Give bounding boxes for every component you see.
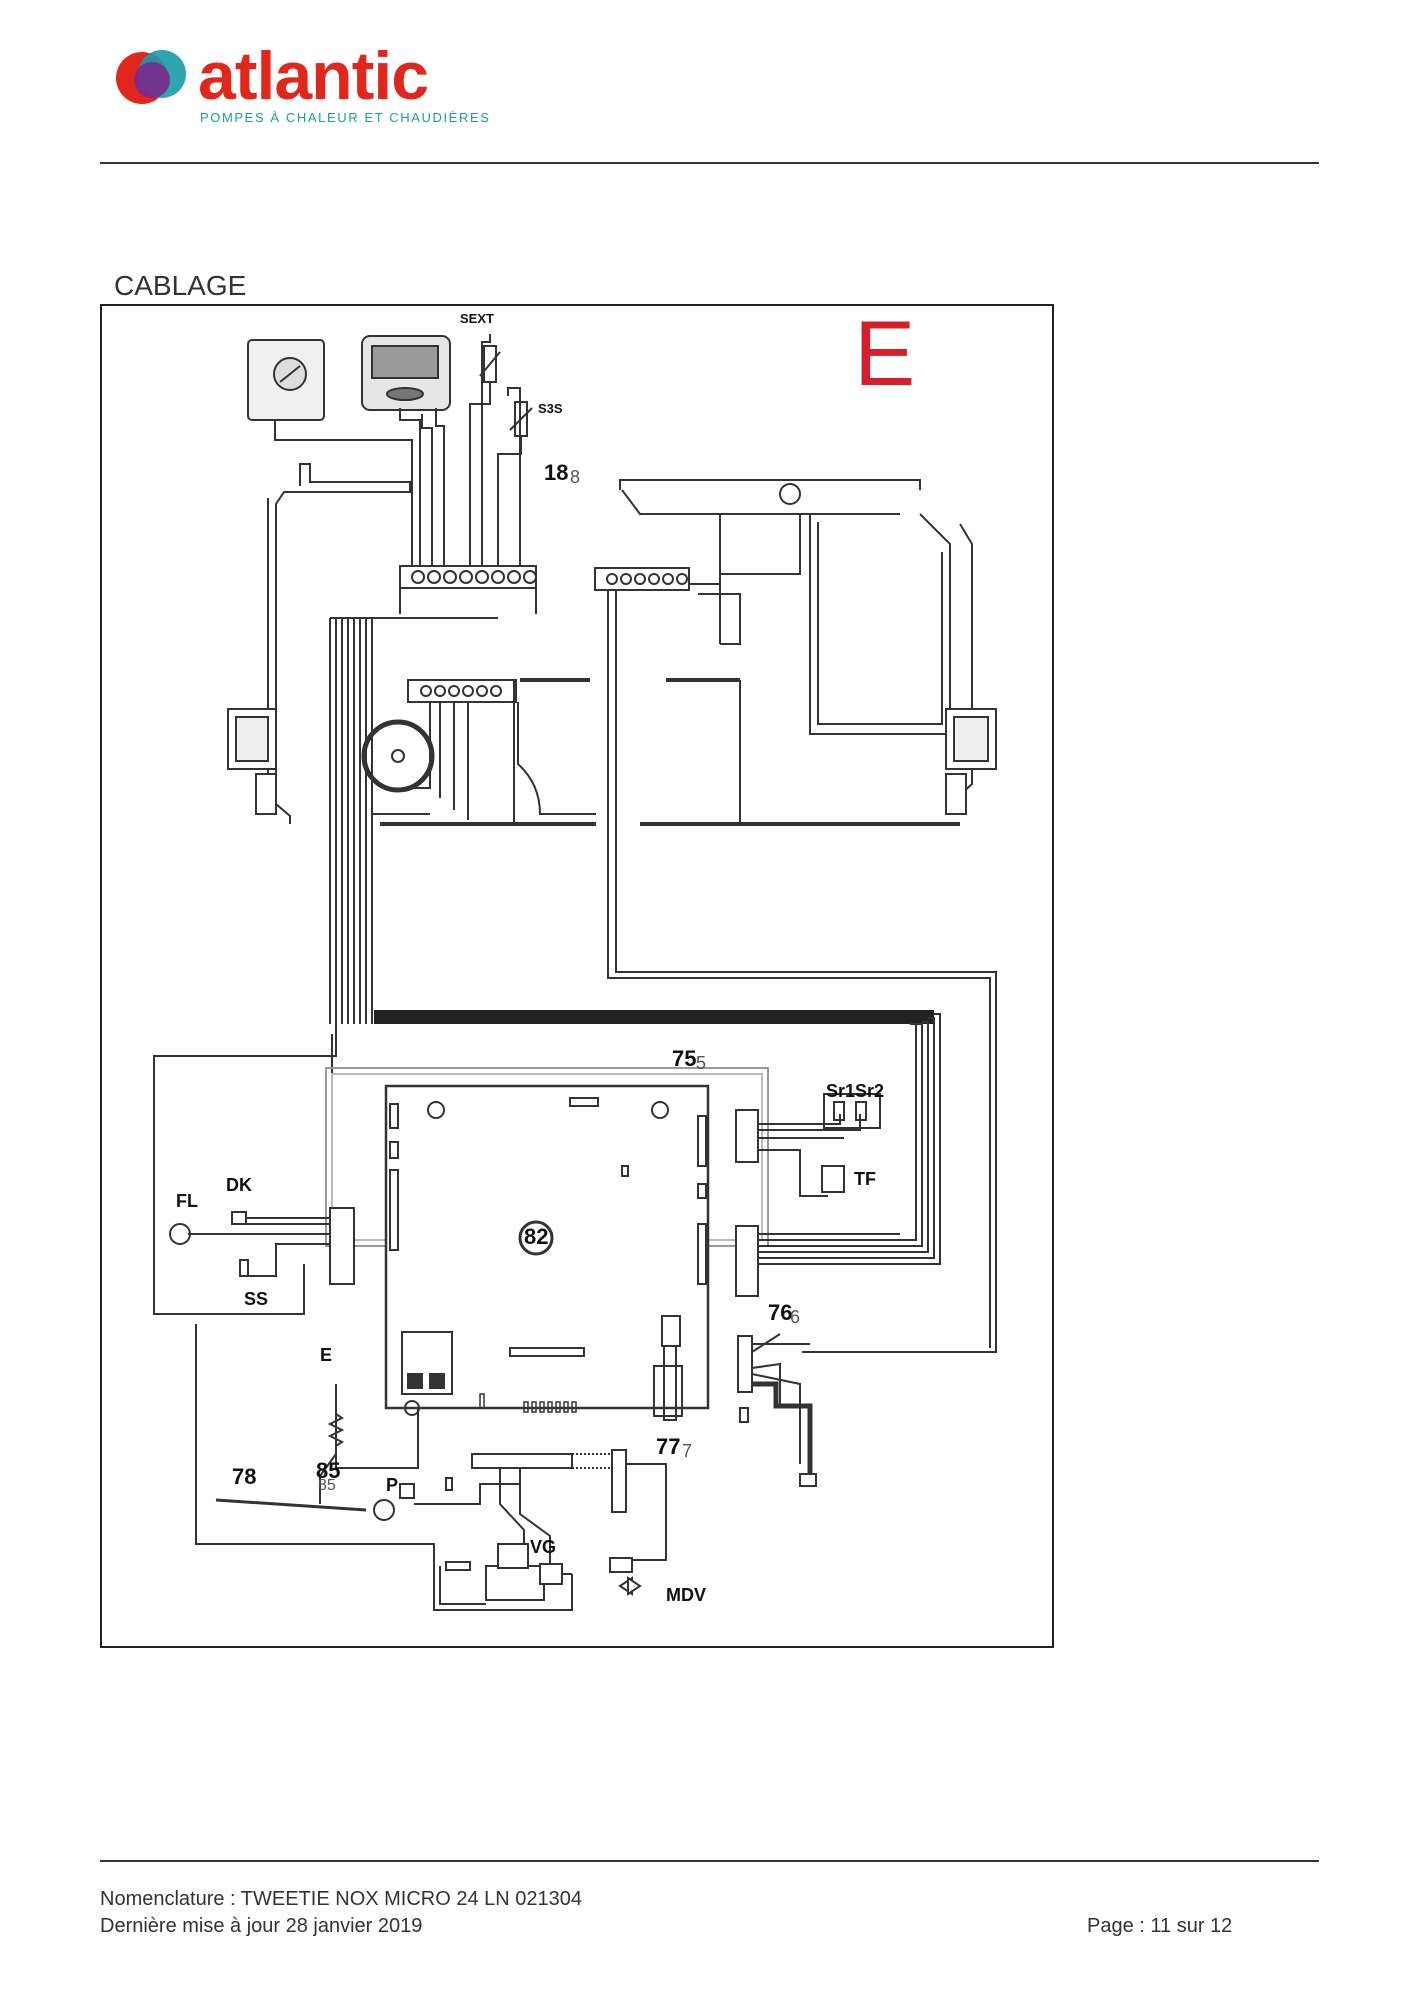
brand-name: atlantic bbox=[198, 38, 429, 114]
logo-mark-icon bbox=[116, 50, 186, 104]
footer-divider bbox=[100, 1860, 1319, 1862]
footer-last-update: Dernière mise à jour 28 janvier 2019 bbox=[100, 1915, 423, 1937]
wiring-diagram bbox=[153, 334, 997, 1611]
diagram-letter: E bbox=[854, 303, 916, 405]
label-p: P bbox=[386, 1475, 399, 1495]
fan-icon bbox=[361, 719, 435, 793]
label-s3s: S3S bbox=[538, 401, 563, 416]
label-fl: FL bbox=[176, 1191, 198, 1211]
label-85-faint: 85 bbox=[318, 1477, 336, 1494]
label-dk: DK bbox=[226, 1175, 252, 1195]
logo bbox=[112, 38, 192, 118]
label-75: 75 bbox=[672, 1046, 697, 1071]
label-82: 82 bbox=[524, 1224, 549, 1249]
label-75-faint: 5 bbox=[696, 1053, 707, 1073]
diagram-frame bbox=[100, 304, 1054, 1648]
label-76: 76 bbox=[768, 1300, 793, 1325]
label-mdv: MDV bbox=[666, 1585, 706, 1605]
label-vg: VG bbox=[530, 1537, 557, 1557]
label-ss: SS bbox=[244, 1289, 269, 1309]
label-85: 85 bbox=[316, 1458, 341, 1483]
label-18: 18 bbox=[544, 460, 569, 485]
label-tf: TF bbox=[854, 1169, 876, 1189]
brand-tagline: POMPES À CHALEUR ET CHAUDIÈRES bbox=[200, 110, 491, 125]
label-77-faint: 7 bbox=[682, 1441, 693, 1461]
label-77: 77 bbox=[656, 1434, 681, 1459]
label-e: E bbox=[320, 1345, 333, 1365]
header-divider bbox=[100, 162, 1319, 164]
section-title: CABLAGE bbox=[114, 270, 247, 301]
label-sext: SEXT bbox=[460, 311, 494, 326]
label-sr1sr2: Sr1Sr2 bbox=[826, 1081, 885, 1101]
label-18-faint: 8 bbox=[570, 467, 581, 487]
footer-nomenclature: Nomenclature : TWEETIE NOX MICRO 24 LN 0… bbox=[100, 1888, 583, 1910]
footer-page-number: Page : 11 sur 12 bbox=[1087, 1915, 1233, 1937]
label-76-faint: 6 bbox=[790, 1307, 801, 1327]
label-78: 78 bbox=[232, 1464, 257, 1489]
